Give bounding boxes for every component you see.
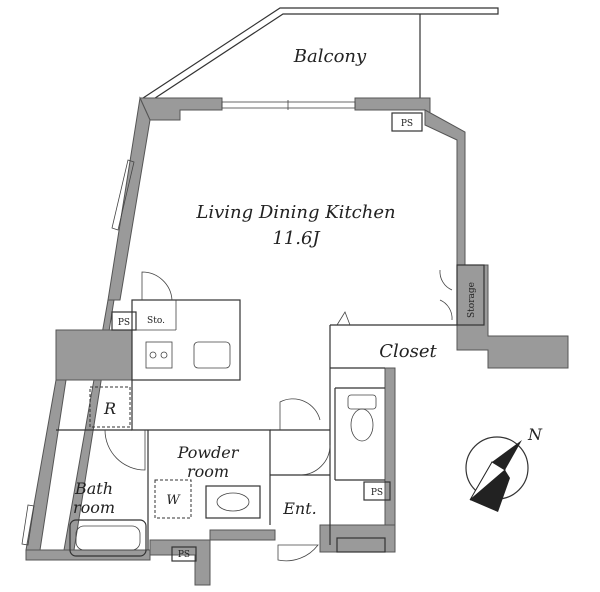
sink-icon (193, 341, 231, 369)
ps-label-bath: PS (178, 550, 190, 560)
interior-walls (56, 324, 457, 550)
ps-label-entrance: PS (371, 488, 383, 498)
balcony-railing (139, 7, 499, 105)
ps-label-top: PS (401, 119, 413, 129)
bathtub-icon (69, 519, 147, 557)
ps-box-entrance (363, 481, 391, 501)
windows (21, 100, 356, 546)
doors (104, 269, 453, 562)
ldk-size-label: 11.6J (272, 228, 321, 249)
storage-short-label: Sto. (147, 316, 165, 326)
ps-box-top (391, 112, 423, 132)
vanity-sink-icon (205, 485, 261, 519)
ps-label-kitchen: PS (118, 318, 130, 328)
closet-label: Closet (379, 341, 437, 362)
storage-closet (456, 264, 485, 326)
powder-room-label-2: room (187, 462, 229, 481)
ps-box-kitchen (111, 311, 137, 331)
washer-label: W (166, 493, 181, 508)
powder-room-label-1: Powder (177, 443, 240, 462)
entrance-label: Ent. (282, 499, 317, 518)
ldk-label: Living Dining Kitchen (195, 202, 395, 223)
storage-label: Storage (467, 282, 477, 318)
kitchen-counter (131, 299, 241, 381)
refrigerator-label: R (103, 399, 116, 418)
balcony-label: Balcony (293, 46, 367, 67)
washer-space (154, 479, 192, 519)
bath-room-label-2: room (73, 498, 115, 517)
compass-north-label: N (527, 425, 543, 444)
bath-room-label-1: Bath (74, 479, 113, 498)
shoe-cabinet (336, 537, 386, 553)
exterior-walls (25, 96, 569, 586)
toilet-icon (347, 394, 377, 442)
refrigerator-space (89, 386, 131, 428)
ps-box-bath (171, 546, 197, 562)
compass-icon: N (465, 425, 543, 512)
stove-icon (145, 341, 173, 369)
